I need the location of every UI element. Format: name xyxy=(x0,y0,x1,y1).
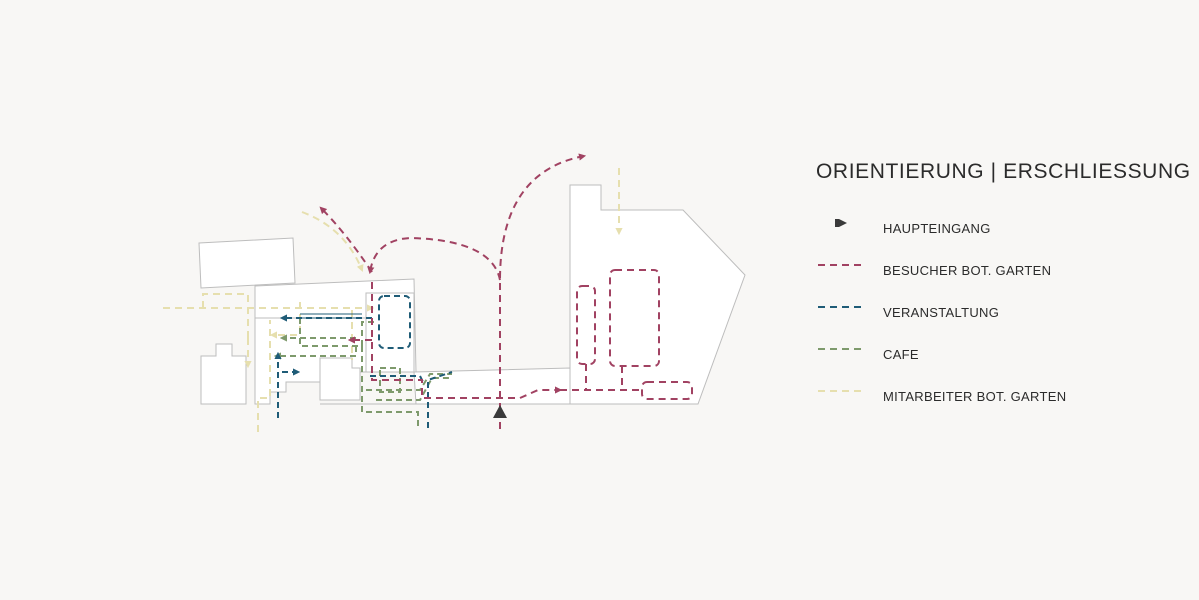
legend-label: CAFE xyxy=(883,347,919,362)
building-outlines xyxy=(198,184,746,405)
dashed-line-icon xyxy=(818,264,864,266)
greenhouse xyxy=(569,184,746,405)
building-west xyxy=(200,343,247,405)
page-title: ORIENTIERUNG | ERSCHLIESSUNG xyxy=(816,160,1191,183)
haupteingang-marker-icon xyxy=(493,405,507,418)
stair-hatch xyxy=(300,313,362,319)
dashed-line-icon xyxy=(818,306,864,308)
legend-label: MITARBEITER BOT. GARTEN xyxy=(883,389,1067,404)
route-cafe xyxy=(273,318,452,428)
dashed-line-icon xyxy=(818,348,864,350)
site-plan-diagram xyxy=(163,153,746,432)
legend-label: HAUPTEINGANG xyxy=(883,221,991,236)
legend-label: BESUCHER BOT. GARTEN xyxy=(883,263,1052,278)
dashed-line-icon xyxy=(818,390,864,392)
building-north xyxy=(198,237,296,289)
legend-label: VERANSTALTUNG xyxy=(883,305,1000,320)
route-besucher xyxy=(319,153,693,432)
triangle-right-icon xyxy=(835,219,847,227)
